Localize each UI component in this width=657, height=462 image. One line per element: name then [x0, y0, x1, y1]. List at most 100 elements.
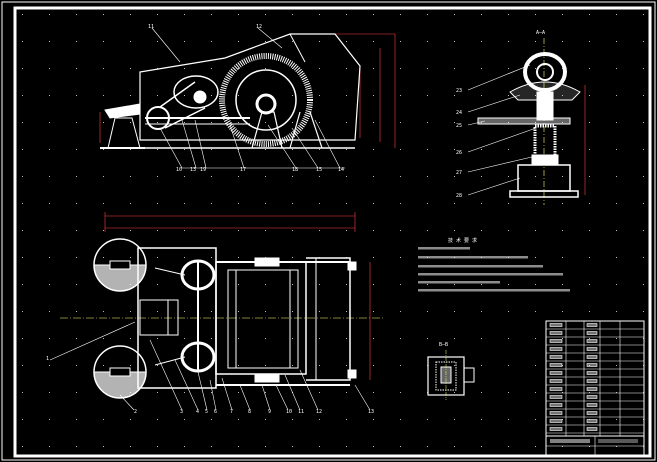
- grid-dot: [589, 284, 590, 285]
- grid-dot: [130, 41, 131, 42]
- title-block: [545, 320, 645, 456]
- grid-dot: [238, 68, 239, 69]
- grid-dot: [130, 311, 131, 312]
- grid-dot: [265, 284, 266, 285]
- grid-dot: [22, 365, 23, 366]
- grid-dot: [319, 392, 320, 393]
- callout-label: 27: [456, 170, 462, 176]
- grid-dot: [157, 176, 158, 177]
- grid-dot: [49, 95, 50, 96]
- grid-dot: [265, 14, 266, 15]
- grid-dot: [454, 419, 455, 420]
- grid-dot: [535, 95, 536, 96]
- grid-dot: [373, 284, 374, 285]
- grid-dot: [211, 338, 212, 339]
- callout-label: 12: [316, 409, 322, 415]
- side-view-dimensions: [99, 33, 396, 148]
- grid-dot: [373, 41, 374, 42]
- grid-dot: [400, 338, 401, 339]
- grid-dot: [49, 392, 50, 393]
- grid-dot: [292, 257, 293, 258]
- grid-dot: [265, 365, 266, 366]
- callout-label: 5: [205, 409, 208, 415]
- title-block-cell-text: [586, 395, 598, 399]
- grid-dot: [49, 176, 50, 177]
- grid-dot: [157, 311, 158, 312]
- callout-label: 2: [134, 409, 137, 415]
- brush-plate: [477, 117, 571, 125]
- grid-dot: [508, 176, 509, 177]
- grid-dot: [427, 311, 428, 312]
- title-block-cell-text: [549, 339, 563, 343]
- grid-dot: [535, 203, 536, 204]
- grid-dot: [616, 446, 617, 447]
- grid-dot: [508, 14, 509, 15]
- grid-dot: [562, 149, 563, 150]
- grid-dot: [643, 14, 644, 15]
- grid-dot: [589, 338, 590, 339]
- grid-dot: [346, 284, 347, 285]
- title-block-cell-text: [586, 331, 598, 335]
- grid-dot: [643, 311, 644, 312]
- drum-support: [251, 111, 283, 149]
- grid-dot: [130, 338, 131, 339]
- grid-dot: [22, 176, 23, 177]
- callout-label: 11: [298, 409, 304, 415]
- grid-dot: [184, 419, 185, 420]
- grid-dot: [400, 365, 401, 366]
- section-view-a-a: A—A: [467, 30, 586, 205]
- grid-dot: [292, 176, 293, 177]
- grid-dot: [481, 41, 482, 42]
- grid-dot: [400, 41, 401, 42]
- title-block-cell-text: [549, 347, 563, 351]
- grid-dot: [292, 419, 293, 420]
- grid-dot: [481, 311, 482, 312]
- grid-dot: [319, 95, 320, 96]
- grid-dot: [211, 446, 212, 447]
- grid-dot: [49, 365, 50, 366]
- grid-dot: [76, 95, 77, 96]
- grid-dot: [535, 122, 536, 123]
- grid-dot: [454, 284, 455, 285]
- grid-dot: [184, 311, 185, 312]
- grid-dot: [454, 446, 455, 447]
- grid-dot: [508, 41, 509, 42]
- grid-dot: [589, 176, 590, 177]
- grid-dot: [400, 122, 401, 123]
- grid-dot: [130, 149, 131, 150]
- grid-dot: [346, 419, 347, 420]
- grid-dot: [562, 311, 563, 312]
- grid-dot: [589, 392, 590, 393]
- motor-shaft: [193, 90, 207, 104]
- grid-dot: [535, 230, 536, 231]
- callout-label: 6: [214, 409, 217, 415]
- callout-label: 26: [456, 150, 462, 156]
- rear-frame: [306, 257, 351, 381]
- title-block-cell-text: [586, 363, 598, 367]
- grid-dot: [319, 419, 320, 420]
- grid-dot: [265, 203, 266, 204]
- grid-dot: [481, 95, 482, 96]
- callout-label: 18: [292, 167, 298, 173]
- grid-dot: [49, 230, 50, 231]
- grid-dot: [211, 68, 212, 69]
- grid-dot: [157, 257, 158, 258]
- drive-table: [104, 103, 141, 119]
- grid-dot: [76, 419, 77, 420]
- grid-dot: [535, 176, 536, 177]
- grid-dot: [454, 230, 455, 231]
- grid-dot: [346, 446, 347, 447]
- grid-dot: [184, 176, 185, 177]
- grid-dot: [346, 338, 347, 339]
- grid-dot: [535, 446, 536, 447]
- grid-dot: [427, 446, 428, 447]
- grid-dot: [265, 392, 266, 393]
- grid-dot: [130, 122, 131, 123]
- grid-dot: [49, 122, 50, 123]
- grid-dot: [103, 365, 104, 366]
- grid-dot: [508, 122, 509, 123]
- grid-dot: [319, 68, 320, 69]
- title-block-cell-text: [549, 371, 563, 375]
